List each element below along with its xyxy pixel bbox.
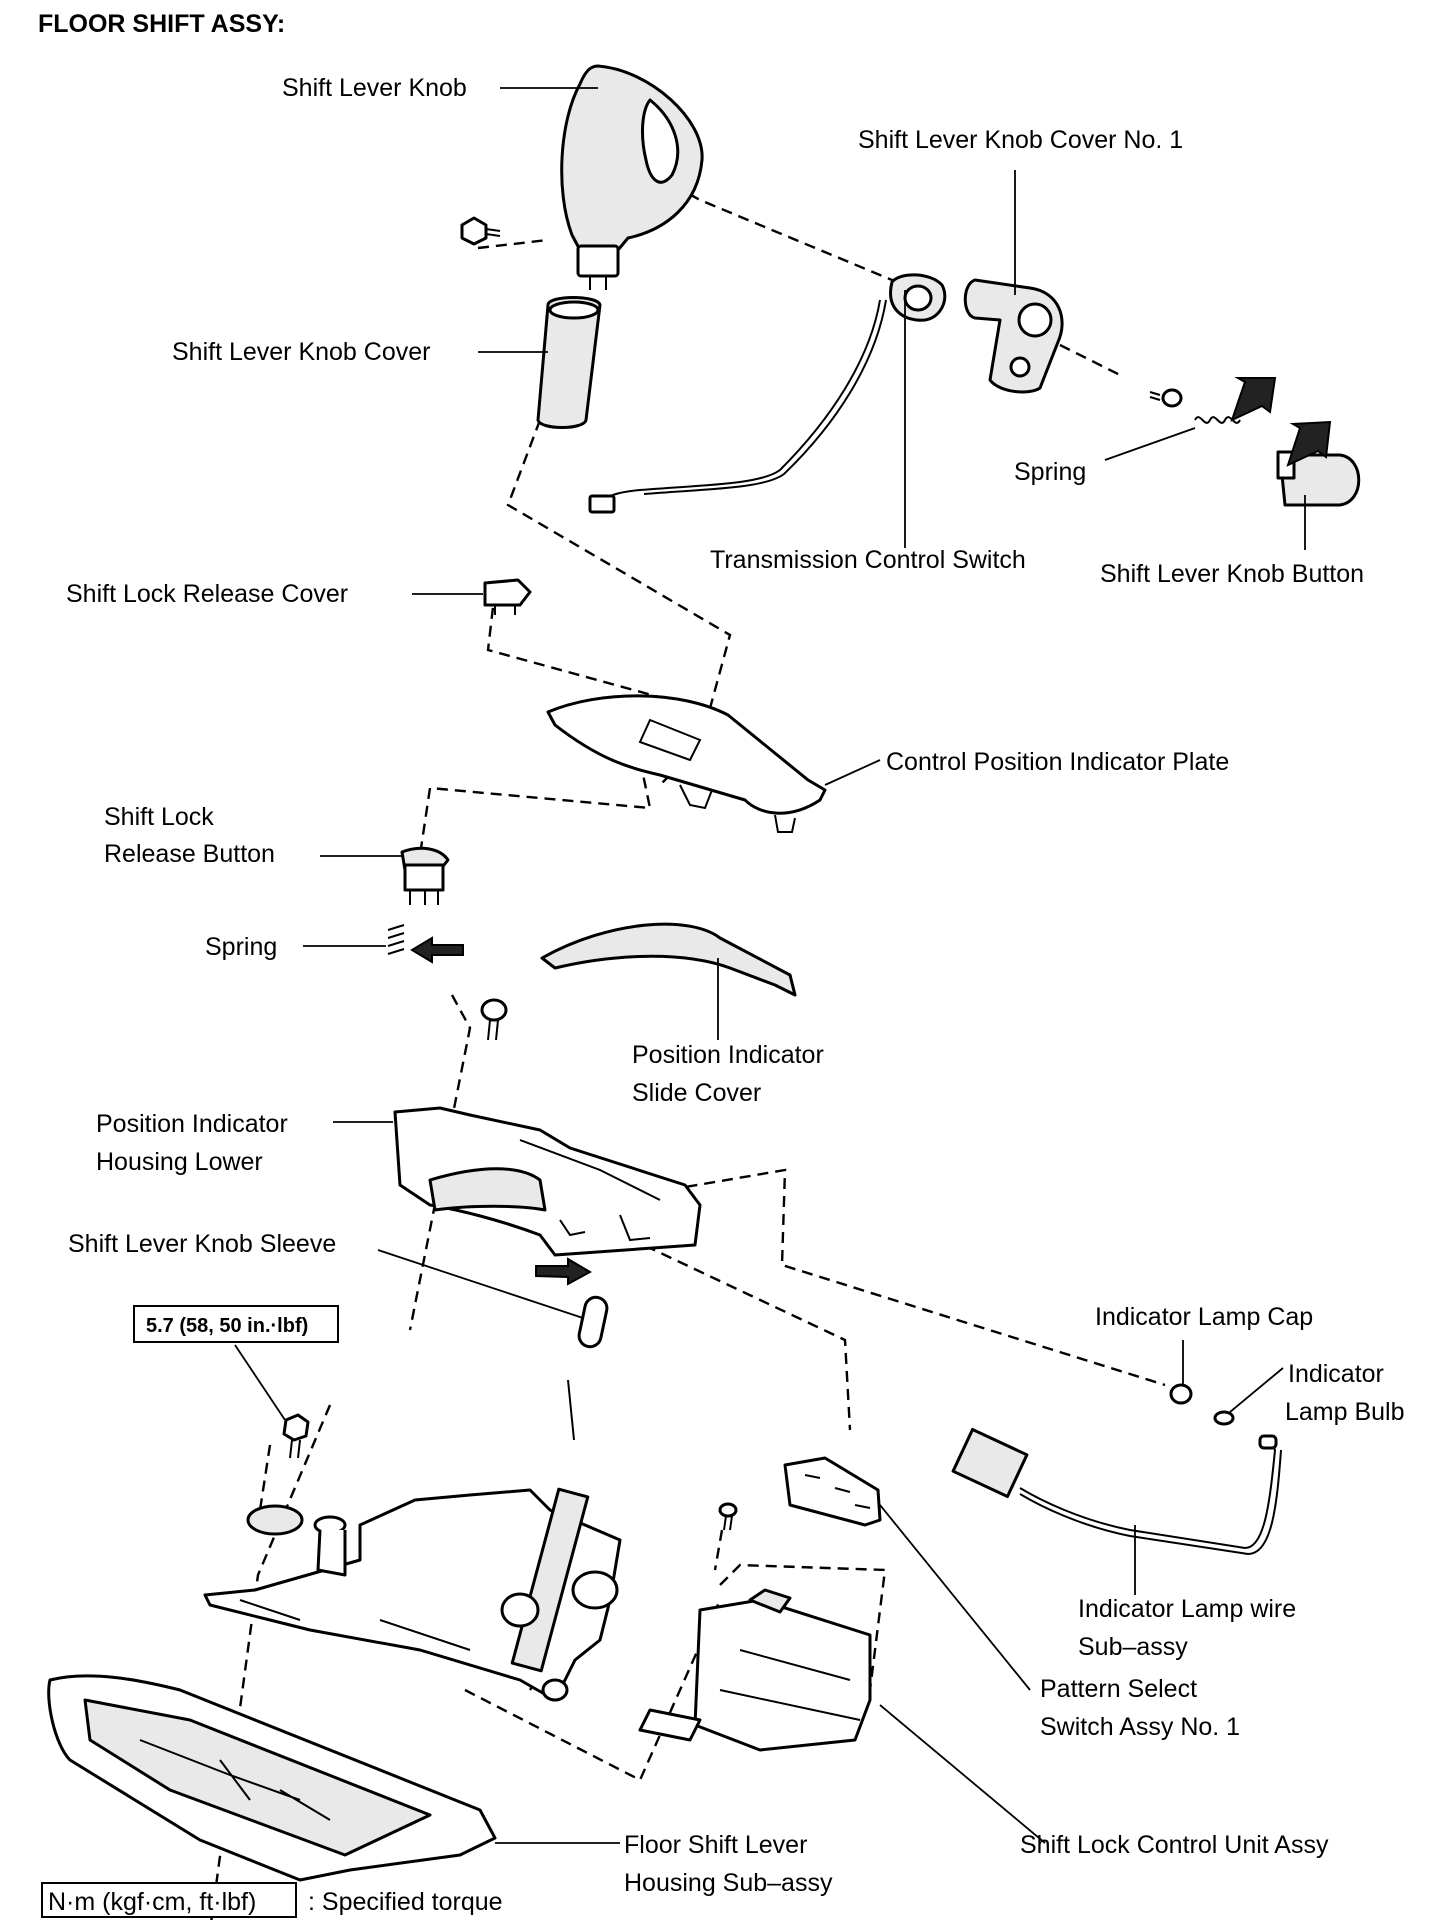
control-position-indicator-plate bbox=[546, 694, 827, 833]
control-unit-screw bbox=[718, 1502, 738, 1531]
position-indicator-housing-lower bbox=[393, 1106, 702, 1257]
shift-lever-knob-sleeve bbox=[577, 1295, 609, 1349]
label-position-indicator-housing-lower-line2: Housing Lower bbox=[96, 1148, 263, 1176]
label-shift-lock-release-button-line1: Shift Lock bbox=[104, 803, 214, 831]
label-indicator-lamp-bulb-line2: Lamp Bulb bbox=[1285, 1398, 1405, 1426]
grease-arrow-spring-upper bbox=[1230, 377, 1277, 422]
label-shift-lever-knob-cover: Shift Lever Knob Cover bbox=[172, 338, 430, 366]
grease-arrow-spring-middle bbox=[410, 936, 464, 964]
spring-middle-part bbox=[387, 924, 405, 955]
grease-arrow-knob-button bbox=[1286, 420, 1332, 467]
shift-lock-control-unit bbox=[638, 1588, 872, 1752]
position-indicator-slide-cover bbox=[540, 922, 797, 997]
label-indicator-lamp-wire-line2: Sub–assy bbox=[1078, 1633, 1188, 1661]
label-shift-lever-knob-cover-no1: Shift Lever Knob Cover No. 1 bbox=[858, 126, 1183, 154]
shift-lever-knob-cover bbox=[536, 296, 602, 429]
legend-torque-unit: N·m (kgf·cm, ft·lbf) bbox=[48, 1888, 256, 1916]
shift-lever-knob-cover-no1 bbox=[963, 278, 1064, 394]
label-control-position-indicator-plate: Control Position Indicator Plate bbox=[886, 748, 1229, 776]
torque-bolt bbox=[282, 1413, 310, 1459]
floor-shift-lever-housing bbox=[47, 1674, 497, 1882]
indicator-lamp-bulb bbox=[1213, 1410, 1235, 1426]
legend-torque-desc: : Specified torque bbox=[308, 1888, 503, 1916]
label-indicator-lamp-cap: Indicator Lamp Cap bbox=[1095, 1303, 1313, 1331]
label-shift-lever-knob-sleeve: Shift Lever Knob Sleeve bbox=[68, 1230, 336, 1258]
label-shift-lock-control-unit: Shift Lock Control Unit Assy bbox=[1020, 1831, 1329, 1859]
label-floor-shift-lever-housing-line2: Housing Sub–assy bbox=[624, 1869, 833, 1897]
label-transmission-control-switch: Transmission Control Switch bbox=[710, 546, 1026, 574]
indicator-lamp-cap bbox=[1169, 1383, 1193, 1405]
knob-screw bbox=[460, 216, 501, 246]
label-shift-lock-release-cover: Shift Lock Release Cover bbox=[66, 580, 348, 608]
legend: N·m (kgf·cm, ft·lbf) : Specified torque bbox=[41, 1882, 503, 1918]
transmission-control-switch bbox=[588, 273, 947, 514]
label-shift-lock-release-button-line2: Release Button bbox=[104, 840, 275, 868]
grease-arrow-sleeve bbox=[535, 1257, 593, 1286]
indicator-lamp-wire bbox=[951, 1427, 1282, 1556]
label-spring-upper: Spring bbox=[1014, 458, 1086, 486]
label-floor-shift-lever-housing-line1: Floor Shift Lever bbox=[624, 1831, 807, 1859]
shift-lock-release-cover bbox=[483, 578, 532, 615]
knob-button-screw bbox=[1149, 388, 1183, 408]
label-spring-middle: Spring bbox=[205, 933, 277, 961]
diagram-title: FLOOR SHIFT ASSY: bbox=[38, 10, 285, 38]
label-shift-lever-knob: Shift Lever Knob bbox=[282, 74, 467, 102]
label-position-indicator-housing-lower-line1: Position Indicator bbox=[96, 1110, 288, 1138]
label-position-indicator-slide-cover-line2: Slide Cover bbox=[632, 1079, 761, 1107]
pattern-select-switch bbox=[783, 1456, 882, 1527]
label-shift-lever-knob-button: Shift Lever Knob Button bbox=[1100, 560, 1364, 588]
label-indicator-lamp-bulb-line1: Indicator bbox=[1288, 1360, 1384, 1388]
part-labels: Shift Lever Knob Shift Lever Knob Cover … bbox=[66, 74, 1405, 1897]
label-indicator-lamp-wire-line1: Indicator Lamp wire bbox=[1078, 1595, 1296, 1623]
shift-lever-knob bbox=[560, 64, 704, 290]
label-pattern-select-switch-line2: Switch Assy No. 1 bbox=[1040, 1713, 1240, 1741]
torque-spec-box: 5.7 (58, 50 in.·lbf) bbox=[133, 1305, 339, 1343]
leader-lines bbox=[234, 87, 1306, 1844]
label-pattern-select-switch-line1: Pattern Select bbox=[1040, 1675, 1197, 1703]
shift-lever-assembly bbox=[203, 1379, 622, 1702]
housing-screw bbox=[480, 998, 508, 1041]
torque-spec-value: 5.7 (58, 50 in.·lbf) bbox=[146, 1315, 308, 1337]
shift-lock-release-button bbox=[400, 846, 450, 905]
label-position-indicator-slide-cover-line1: Position Indicator bbox=[632, 1041, 824, 1069]
assembly-guides bbox=[210, 139, 1166, 1920]
